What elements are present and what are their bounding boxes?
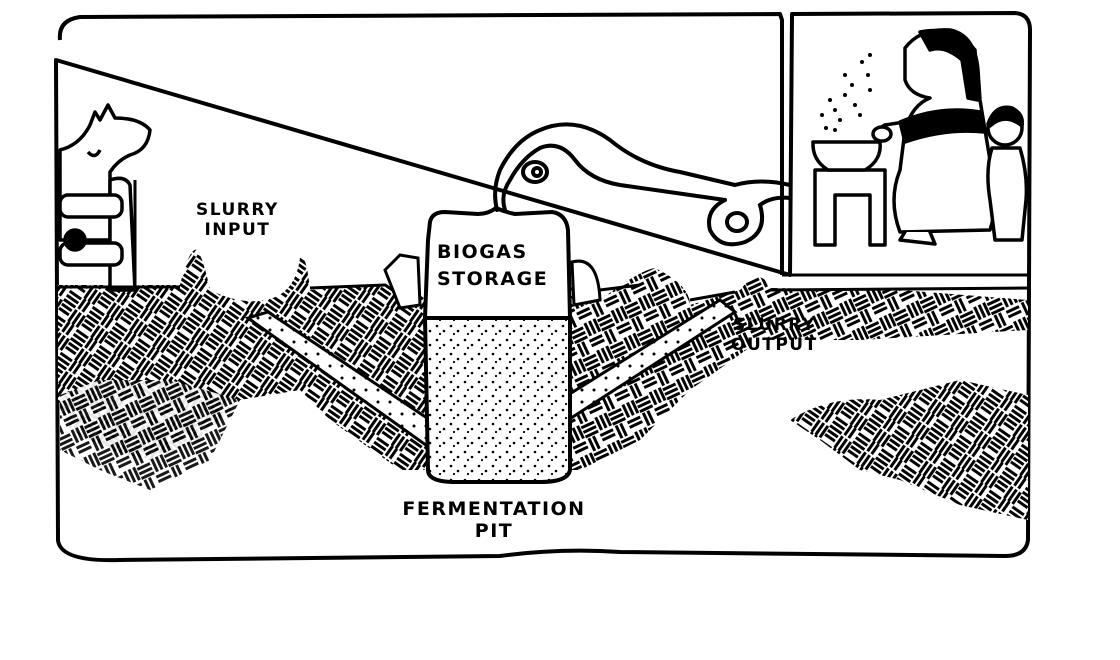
fermentation-pit-label: FERMENTATION PIT: [386, 498, 602, 543]
ground-soil-left: [58, 249, 430, 490]
gas-pipe: [493, 122, 792, 247]
ground-soil-right: [570, 268, 1028, 520]
child-body: [986, 146, 1029, 242]
rock-right: [570, 259, 602, 307]
slurry-input-label-line1: SLURRY: [196, 200, 279, 220]
biogas-storage-label: BIOGAS STORAGE: [437, 239, 548, 292]
kitchen-scene: [811, 28, 1029, 247]
slurry-input-label: SLURRY INPUT: [196, 200, 279, 240]
ground-surface: [58, 283, 1029, 302]
slurry-output-label: SLURRY OUTPUT: [731, 315, 818, 355]
fermentation-pit: [422, 316, 572, 484]
slurry-output-label-line2: OUTPUT: [731, 334, 818, 355]
slurry-output-label-line1: SLURRY: [732, 315, 816, 335]
stove-table: [813, 168, 887, 247]
steam: [820, 53, 872, 132]
biogas-storage-label-line1: BIOGAS: [437, 241, 528, 263]
frame-border: [54, 11, 1032, 563]
slurry-input-label-line2: INPUT: [204, 219, 271, 240]
biogas-storage-label-line2: STORAGE: [437, 267, 549, 290]
child-hair: [986, 105, 1025, 128]
cow: [58, 103, 152, 292]
rock-left: [383, 253, 422, 310]
fermentation-pit-label-line2: PIT: [474, 519, 514, 542]
cooking-stove: [811, 140, 882, 172]
fermentation-pit-label-line1: FERMENTATION: [402, 498, 586, 520]
woman-hair: [918, 28, 980, 102]
